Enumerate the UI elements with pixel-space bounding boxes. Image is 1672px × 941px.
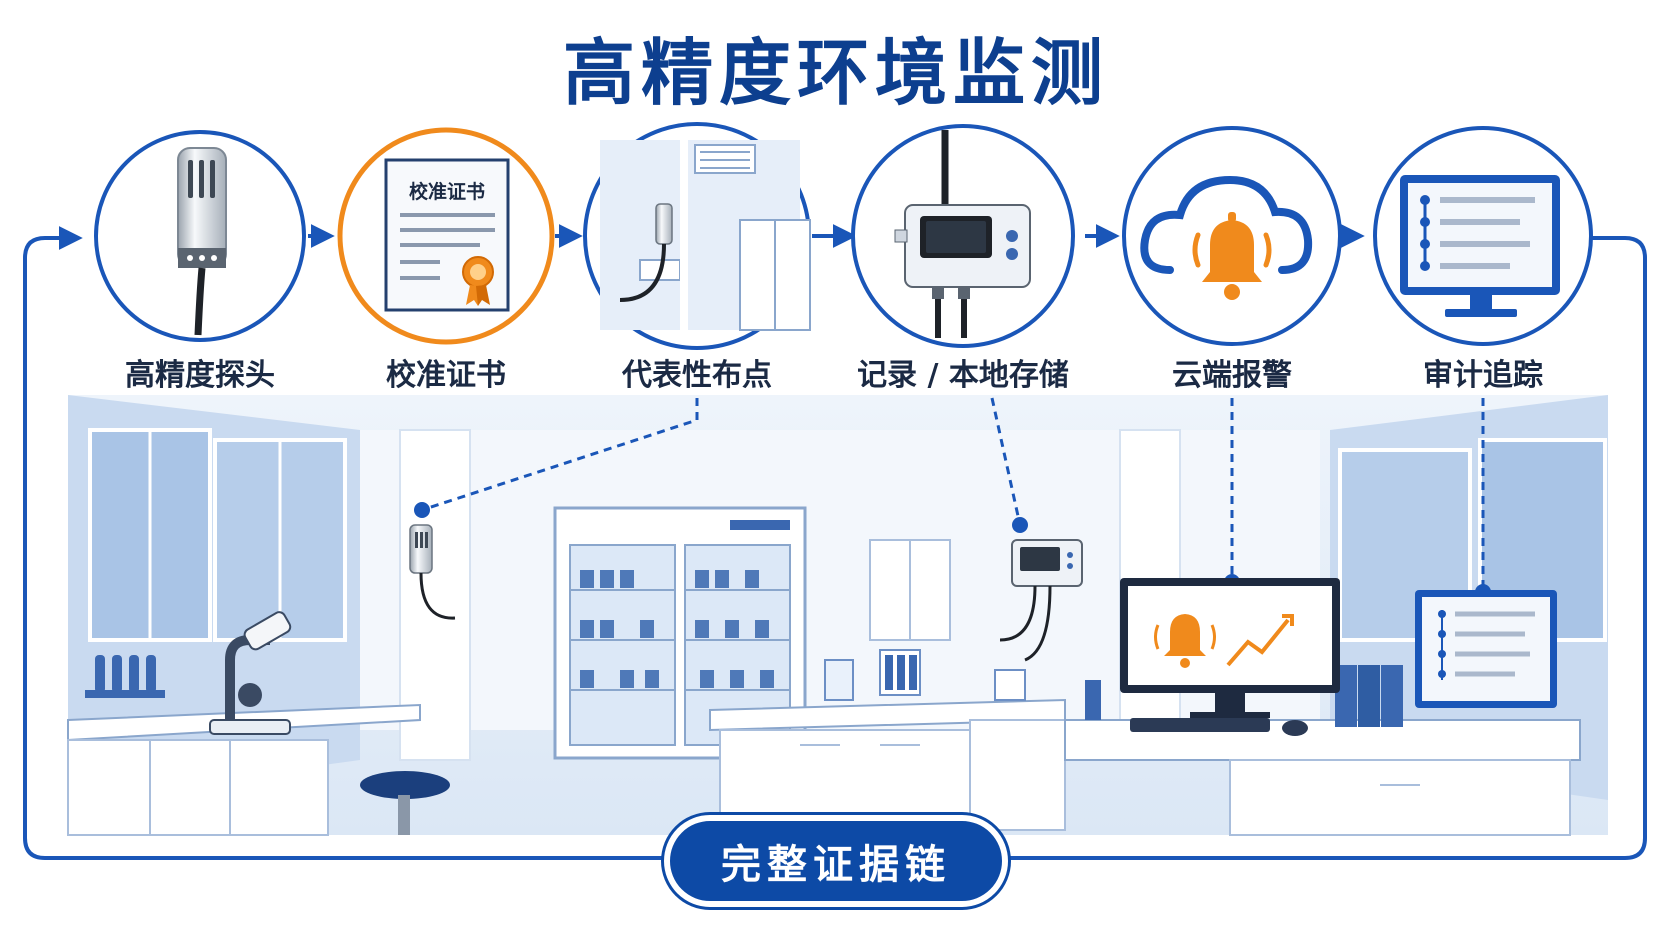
step-label-cloud-alarm: 云端报警 (1172, 358, 1292, 393)
step-circle-5 (1122, 126, 1342, 346)
step-circle-2 (337, 127, 555, 345)
evidence-chain-badge: 完整证据链 (664, 815, 1008, 907)
lab-placement-icon (600, 140, 811, 331)
scene-alarm-monitor (1120, 578, 1340, 718)
callout-line-logger (990, 397, 1022, 526)
callout-dot-placement (414, 502, 430, 518)
evidence-chain-label: 完整证据链 (721, 842, 951, 888)
data-logger-icon (894, 130, 1031, 338)
scene-sensor-probe (409, 524, 456, 620)
step-circle-6 (1373, 126, 1593, 346)
callout-line-placement (421, 398, 699, 512)
page-title: 高精度环境监测 (562, 31, 1109, 115)
scene-audit-monitor (1415, 590, 1557, 708)
step-circle-3 (583, 122, 811, 350)
loop-line-left (23, 226, 665, 860)
audit-monitor-icon (1400, 175, 1560, 317)
step-label-certificate: 校准证书 (386, 358, 506, 393)
sensor-probe-icon (177, 147, 227, 336)
step-label-audit-trail: 审计追踪 (1423, 358, 1543, 393)
step-label-logging: 记录 / 本地存储 (857, 358, 1069, 393)
step-label-placement: 代表性布点 (622, 358, 772, 393)
loop-line-right (1008, 236, 1647, 860)
certificate-icon (384, 158, 510, 312)
microscope-icon (209, 611, 292, 735)
step-circle-4 (851, 124, 1075, 348)
step-label-probe: 高精度探头 (125, 358, 275, 393)
scene-data-logger (999, 539, 1083, 662)
step-circle-1 (94, 130, 306, 342)
cloud-alarm-icon (1140, 175, 1313, 300)
certificate-card-title: 校准证书 (409, 180, 485, 203)
callout-dot-logger (1012, 517, 1028, 533)
lab-scene (67, 395, 1608, 836)
